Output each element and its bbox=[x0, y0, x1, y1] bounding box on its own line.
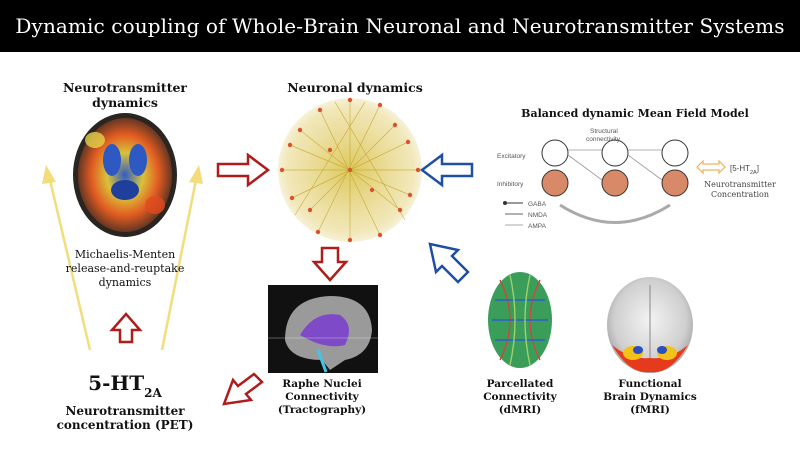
nt-dynamics-label: Neurotransmitter dynamics bbox=[62, 80, 188, 110]
neuronal-network-image bbox=[278, 97, 422, 243]
pet-brain-image bbox=[73, 113, 177, 237]
mean-field-schematic: Excitatory Inhibitory Structural connect… bbox=[497, 128, 759, 230]
ht2a-heading: 5-HT2A bbox=[88, 371, 162, 400]
title-banner: Dynamic coupling of Whole-Brain Neuronal… bbox=[0, 0, 800, 52]
inhibitory-label: Inhibitory bbox=[497, 181, 524, 188]
michaelis-menten-label: Michaelis-Menten release-and-reuptake dy… bbox=[65, 248, 185, 289]
red-arrow-down bbox=[311, 246, 349, 282]
parcellated-label: Parcellated Connectivity (dMRI) bbox=[483, 378, 557, 416]
blue-arrow-left bbox=[419, 152, 474, 188]
pet-label: Neurotransmitter concentration (PET) bbox=[56, 404, 194, 432]
orange-double-arrow bbox=[696, 159, 726, 175]
raphe-brain-image bbox=[268, 285, 378, 373]
legend-gaba: GABA bbox=[503, 201, 547, 208]
red-arrow-up bbox=[109, 312, 143, 344]
nmda-label: NMDA bbox=[528, 212, 548, 219]
excitatory-label: Excitatory bbox=[497, 153, 526, 160]
gaba-label: GABA bbox=[528, 201, 547, 208]
yellow-arrow-right bbox=[160, 165, 203, 351]
mean-field-title: Balanced dynamic Mean Field Model bbox=[521, 107, 749, 120]
red-arrow-down-left bbox=[222, 372, 264, 406]
yellow-arrow-left bbox=[42, 165, 92, 351]
diagram-title: Dynamic coupling of Whole-Brain Neuronal… bbox=[15, 14, 785, 38]
tractography-image bbox=[488, 272, 552, 368]
neuronal-dynamics-label: Neuronal dynamics bbox=[287, 80, 423, 95]
raphe-label: Raphe Nuclei Connectivity (Tractography) bbox=[277, 378, 367, 416]
connectivity-label: connectivity bbox=[586, 136, 621, 143]
red-arrow-right bbox=[216, 152, 271, 188]
ht-conc-label: [5-HT2A] bbox=[730, 164, 759, 176]
ampa-label: AMPA bbox=[528, 223, 547, 230]
structural-label: Structural bbox=[590, 128, 618, 135]
fmri-brain-image bbox=[607, 277, 693, 373]
functional-label: Functional Brain Dynamics (fMRI) bbox=[603, 378, 697, 416]
legend-nmda: NMDA bbox=[505, 212, 548, 219]
nt-concentration-model-label: Neurotransmitter Concentration bbox=[704, 180, 776, 199]
legend-ampa: AMPA bbox=[505, 223, 547, 230]
blue-arrow-diagonal bbox=[428, 242, 470, 284]
